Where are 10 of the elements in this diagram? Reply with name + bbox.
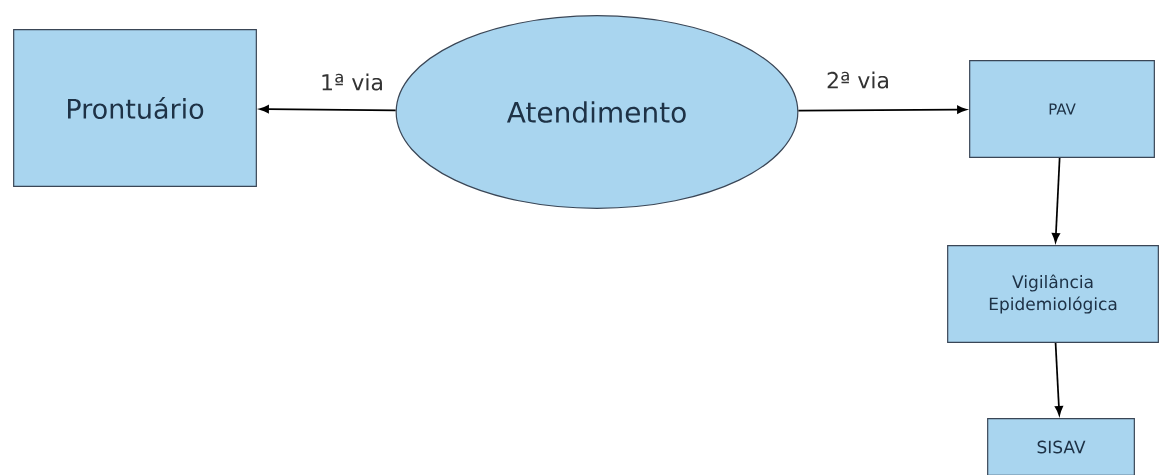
- arrow: [797, 105, 967, 114]
- edge-label: 1ª via: [318, 72, 386, 92]
- process-box: PAV: [969, 60, 1155, 158]
- arrow: [1051, 157, 1061, 243]
- edge-label: 2ª via: [824, 70, 892, 90]
- process-box: Prontuário: [13, 29, 257, 187]
- arrow: [259, 105, 397, 114]
- process-box: SISAV: [987, 418, 1135, 475]
- arrow: [1054, 342, 1063, 416]
- process-box: Vigilância Epidemiológica: [947, 245, 1159, 343]
